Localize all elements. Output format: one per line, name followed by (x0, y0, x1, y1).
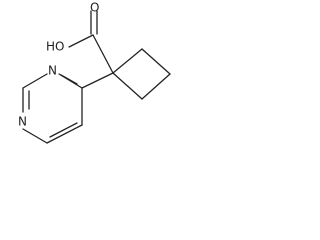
bond-pyrimidine-5-inner (49, 122, 78, 138)
bond-cyclobutane-4 (112, 72, 143, 100)
atom-oxygen-carbonyl: O (90, 1, 99, 15)
bond-pyrimidine-4 (22, 128, 48, 144)
chemical-structure: O HO N N (18, 1, 171, 144)
bond-cyclobutane-3 (141, 73, 171, 100)
atom-hydroxyl: HO (46, 40, 64, 54)
bond-pyrimidine-1-inner (60, 74, 78, 85)
bond-pyrimidine-2 (22, 73, 48, 89)
atom-nitrogen-lower: N (18, 115, 27, 129)
bond-pyrimidine-5 (46, 124, 83, 144)
bond-cyclobutane-2 (141, 48, 171, 75)
bond-c-oh (68, 34, 94, 48)
bond-cyclobutane-1 (112, 48, 143, 74)
bond-ring-link (81, 72, 114, 89)
bond-c-quaternary (92, 34, 114, 74)
atom-nitrogen-upper: N (48, 64, 57, 78)
